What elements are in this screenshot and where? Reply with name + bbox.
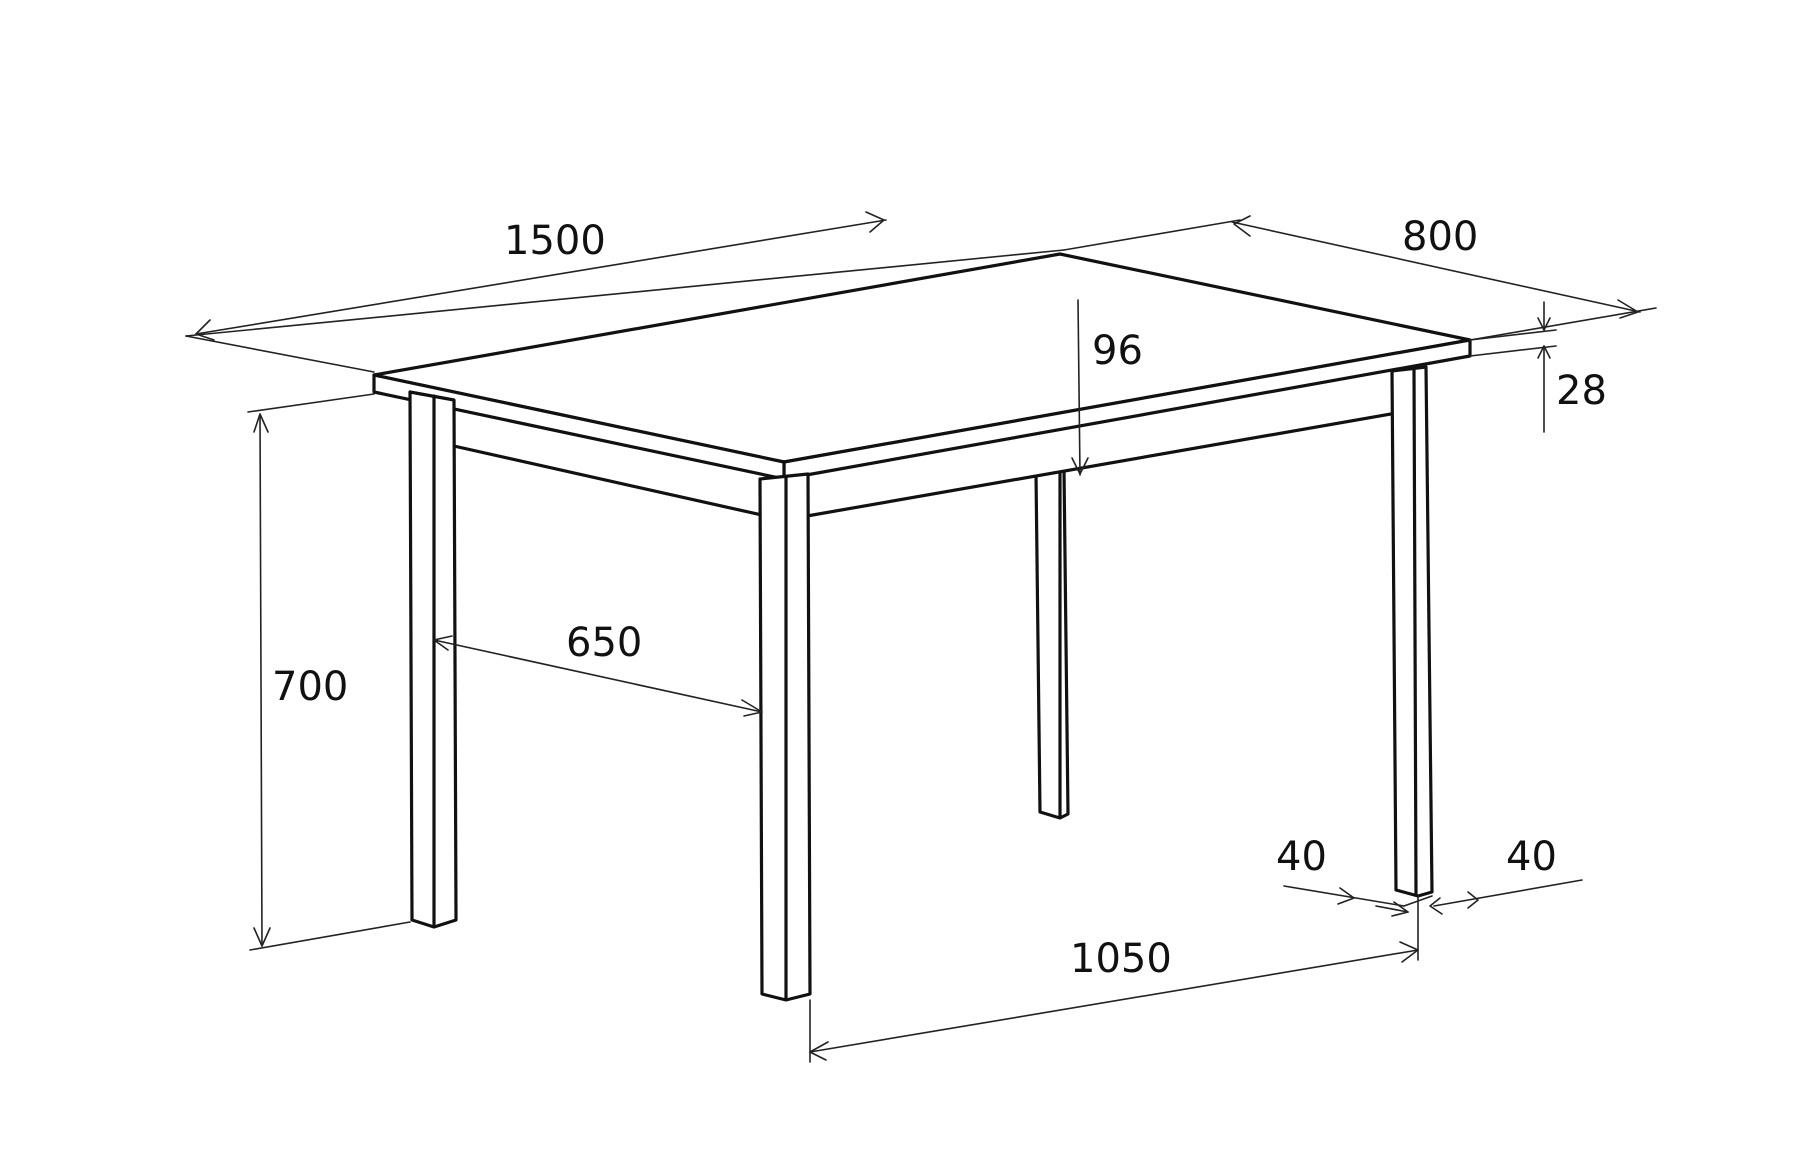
label-height: 700: [272, 664, 348, 710]
table: [372, 252, 1472, 1002]
back-right-leg: [1390, 365, 1434, 898]
back-left-leg: [1034, 468, 1070, 820]
label-apron-height: 96: [1092, 328, 1143, 374]
dim-height: [247, 393, 411, 951]
label-width: 800: [1402, 214, 1478, 260]
label-leg-span-length: 1050: [1070, 936, 1172, 982]
dim-top-thickness: [1469, 301, 1557, 433]
dim-leg-span-depth: [433, 635, 763, 717]
dim-apron-height: [1071, 299, 1089, 476]
front-left-leg: [408, 390, 458, 929]
dimension-lines: [185, 211, 1657, 1063]
tabletop: [372, 252, 1472, 481]
dim-width: [1063, 215, 1657, 341]
front-right-leg: [758, 472, 812, 1002]
label-leg-size-b: 40: [1506, 834, 1557, 880]
dim-length: [185, 211, 1065, 373]
dim-leg-span-length: [809, 895, 1419, 1063]
dimension-labels: 1500 800 96 28 700 650 1050 40 40: [272, 214, 1607, 982]
label-top-thickness: 28: [1556, 368, 1607, 414]
label-leg-span-depth: 650: [566, 620, 642, 666]
dim-leg-section: [1283, 879, 1583, 917]
label-leg-size-a: 40: [1276, 834, 1327, 880]
label-length: 1500: [504, 218, 606, 264]
